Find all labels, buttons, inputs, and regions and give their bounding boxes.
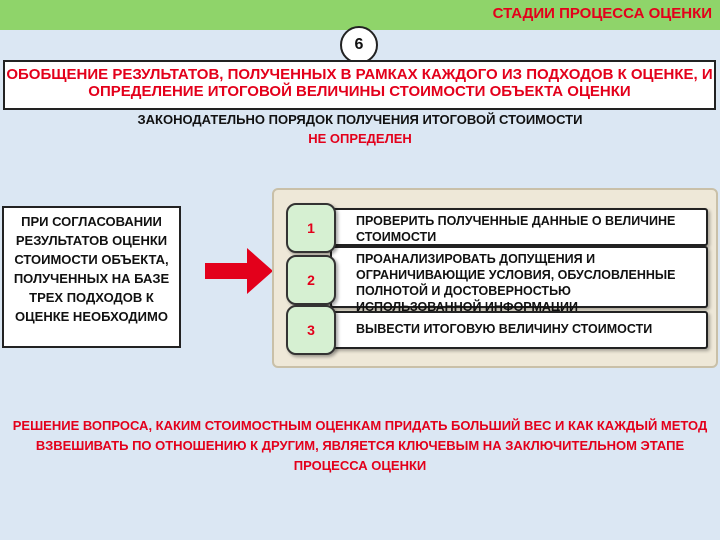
step-text-2: ПРОАНАЛИЗИРОВАТЬ ДОПУЩЕНИЯ И ОГРАНИЧИВАЮ… [330, 246, 708, 314]
step-number-3: 3 [286, 305, 336, 355]
condition-box: ПРИ СОГЛАСОВАНИИ РЕЗУЛЬТАТОВ ОЦЕНКИ СТОИ… [2, 206, 181, 348]
top-bar: СТАДИИ ПРОЦЕССА ОЦЕНКИ [0, 0, 720, 30]
right-arrow-icon [205, 248, 273, 294]
step-number-1: 1 [286, 203, 336, 253]
step-text-1: ПРОВЕРИТЬ ПОЛУЧЕННЫЕ ДАННЫЕ О ВЕЛИЧИНЕ С… [330, 208, 708, 246]
main-heading: ОБОБЩЕНИЕ РЕЗУЛЬТАТОВ, ПОЛУЧЕННЫХ В РАМК… [3, 60, 716, 110]
step-number-2: 2 [286, 255, 336, 305]
conclusion-text: РЕШЕНИЕ ВОПРОСА, КАКИМ СТОИМОСТНЫМ ОЦЕНК… [12, 418, 708, 473]
stage-number-badge: 6 [340, 26, 378, 64]
subtitle-line-1: ЗАКОНОДАТЕЛЬНО ПОРЯДОК ПОЛУЧЕНИЯ ИТОГОВО… [137, 112, 583, 127]
subtitle: ЗАКОНОДАТЕЛЬНО ПОРЯДОК ПОЛУЧЕНИЯ ИТОГОВО… [0, 110, 720, 148]
slide-section-title: СТАДИИ ПРОЦЕССА ОЦЕНКИ [492, 5, 712, 22]
subtitle-line-2: НЕ ОПРЕДЕЛЕН [308, 131, 412, 146]
step-text-3: ВЫВЕСТИ ИТОГОВУЮ ВЕЛИЧИНУ СТОИМОСТИ [330, 311, 708, 349]
